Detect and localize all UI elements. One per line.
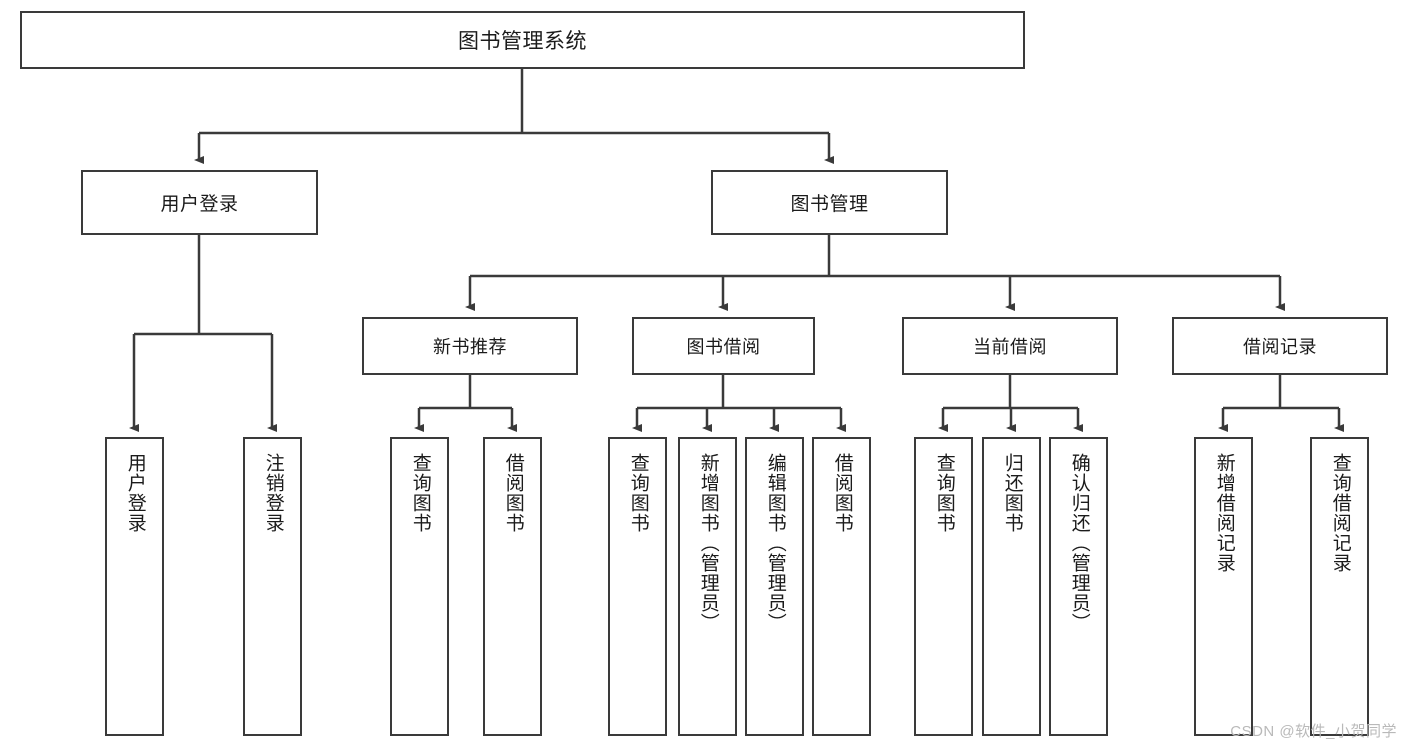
node-label: 注销登录 (262, 453, 284, 533)
node-label: 用户登录 (124, 453, 146, 533)
node-label: 用户登录 (160, 194, 239, 215)
node-label: 查询借阅记录 (1329, 453, 1351, 573)
node-root-system[interactable]: 图书管理系统 (20, 11, 1025, 69)
node-label: 编辑图书（管理员） (764, 453, 786, 633)
leaf-borrow-book[interactable]: 借阅图书 (812, 437, 871, 736)
leaf-return-book[interactable]: 归还图书 (982, 437, 1041, 736)
leaf-add-borrow-record[interactable]: 新增借阅记录 (1194, 437, 1253, 736)
node-label: 查询图书 (409, 453, 431, 533)
leaf-logout[interactable]: 注销登录 (243, 437, 302, 736)
node-label: 查询图书 (933, 453, 955, 533)
node-label: 查询图书 (627, 453, 649, 533)
node-label: 借阅记录 (1243, 337, 1317, 357)
node-current-borrow[interactable]: 当前借阅 (902, 317, 1118, 375)
node-label: 借阅图书 (831, 453, 853, 533)
node-label: 新书推荐 (433, 337, 507, 357)
leaf-add-book-admin[interactable]: 新增图书（管理员） (678, 437, 737, 736)
node-label: 新增借阅记录 (1213, 453, 1235, 573)
leaf-edit-book-admin[interactable]: 编辑图书（管理员） (745, 437, 804, 736)
node-book-management[interactable]: 图书管理 (711, 170, 948, 235)
node-label: 新增图书（管理员） (697, 453, 719, 633)
leaf-query-borrow-record[interactable]: 查询借阅记录 (1310, 437, 1369, 736)
node-label: 图书借阅 (686, 337, 761, 357)
node-label: 图书管理 (790, 194, 869, 215)
leaf-query-book-recommend[interactable]: 查询图书 (390, 437, 449, 736)
node-borrow-record[interactable]: 借阅记录 (1172, 317, 1388, 375)
node-label: 借阅图书 (502, 453, 524, 533)
leaf-borrow-book-recommend[interactable]: 借阅图书 (483, 437, 542, 736)
watermark: CSDN @软件_小贺同学 (1230, 723, 1397, 740)
leaf-user-login[interactable]: 用户登录 (105, 437, 164, 736)
node-label: 图书管理系统 (458, 30, 587, 53)
node-new-book-recommend[interactable]: 新书推荐 (362, 317, 578, 375)
leaf-query-book[interactable]: 查询图书 (608, 437, 667, 736)
node-book-borrow[interactable]: 图书借阅 (632, 317, 815, 375)
leaf-confirm-return-admin[interactable]: 确认归还（管理员） (1049, 437, 1108, 736)
leaf-query-book-current[interactable]: 查询图书 (914, 437, 973, 736)
node-label: 确认归还（管理员） (1068, 453, 1090, 633)
node-user-login[interactable]: 用户登录 (81, 170, 318, 235)
node-label: 归还图书 (1001, 453, 1023, 533)
node-label: 当前借阅 (973, 337, 1047, 357)
